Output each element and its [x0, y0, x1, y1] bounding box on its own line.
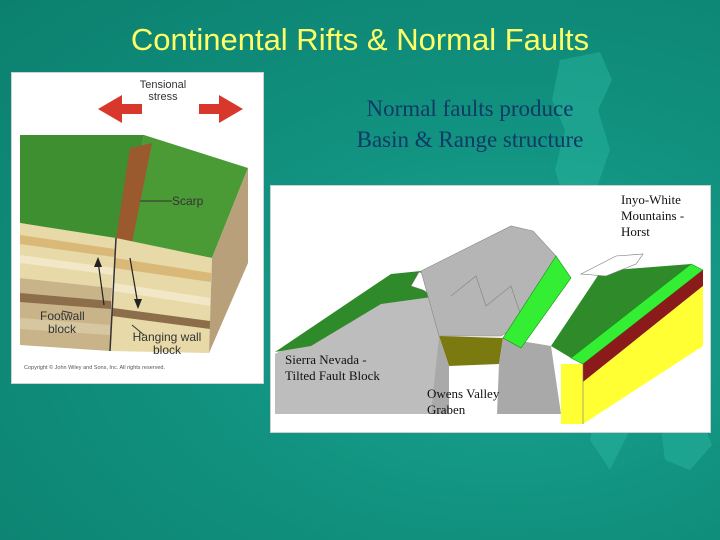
- footwall-label-line-2: block: [48, 322, 77, 336]
- horst-top: [551, 264, 691, 358]
- stress-label-line-1: Tensional: [139, 79, 187, 91]
- hanging-wall-top: [124, 135, 248, 258]
- sierra-vegetation: [275, 271, 439, 352]
- slip-arrow-up: [97, 260, 105, 306]
- slide-subtitle: Normal faults produce Basin & Range stru…: [300, 93, 640, 155]
- footwall-label: Footwall block: [40, 310, 85, 336]
- footwall-label-line-1: Footwall: [40, 309, 85, 323]
- footwall-layers: [20, 223, 116, 351]
- slip-arrow-down: [129, 257, 139, 306]
- owens-valley-label: Owens Valley Graben: [427, 386, 500, 417]
- copyright-text: Copyright © John Wiley and Sons, Inc. Al…: [24, 365, 166, 371]
- footwall-top: [20, 135, 144, 241]
- sierra-nevada-block: [275, 271, 449, 414]
- horst-label: Inyo-White Mountains - Horst: [621, 192, 685, 239]
- dark-red-layer: [583, 270, 703, 382]
- hanging-pointer: [131, 324, 145, 336]
- subtitle-line-1: Normal faults produce: [366, 96, 574, 121]
- slide-title: Continental Rifts & Normal Faults: [130, 22, 590, 57]
- fault-block-illustration: [20, 95, 248, 353]
- yellow-block-face: [561, 364, 583, 424]
- stress-label-line-2: stress: [148, 91, 178, 103]
- basin-range-illustration: [275, 225, 704, 424]
- subtitle-line-2: Basin & Range structure: [356, 127, 584, 152]
- owens-valley-graben: [439, 336, 503, 366]
- hanging-wall-label: Hanging wall block: [122, 331, 212, 357]
- horst-snow: [579, 253, 644, 277]
- tensional-stress-label: Tensional stress: [128, 79, 198, 103]
- yellow-block-side: [583, 286, 703, 424]
- basin-range-diagram: Inyo-White Mountains - Horst Sierra Neva…: [270, 185, 711, 433]
- hanging-label-line-2: block: [152, 343, 181, 357]
- scarp-label: Scarp: [172, 194, 204, 208]
- hanging-wall-side: [209, 168, 248, 353]
- hanging-wall-layers: [110, 238, 212, 353]
- fault-line: [109, 237, 117, 352]
- normal-fault-block-diagram: Tensional stress Scarp Footwall block Ha…: [11, 72, 264, 384]
- hanging-label-line-1: Hanging wall: [132, 330, 202, 344]
- footwall-pointer: [61, 310, 73, 314]
- valley-surface: [502, 255, 572, 349]
- tension-arrow-left: [98, 95, 142, 123]
- sierra-nevada-label: Sierra Nevada - Tilted Fault Block: [285, 352, 380, 383]
- tension-arrow-right: [199, 95, 243, 123]
- scarp-face: [116, 143, 152, 243]
